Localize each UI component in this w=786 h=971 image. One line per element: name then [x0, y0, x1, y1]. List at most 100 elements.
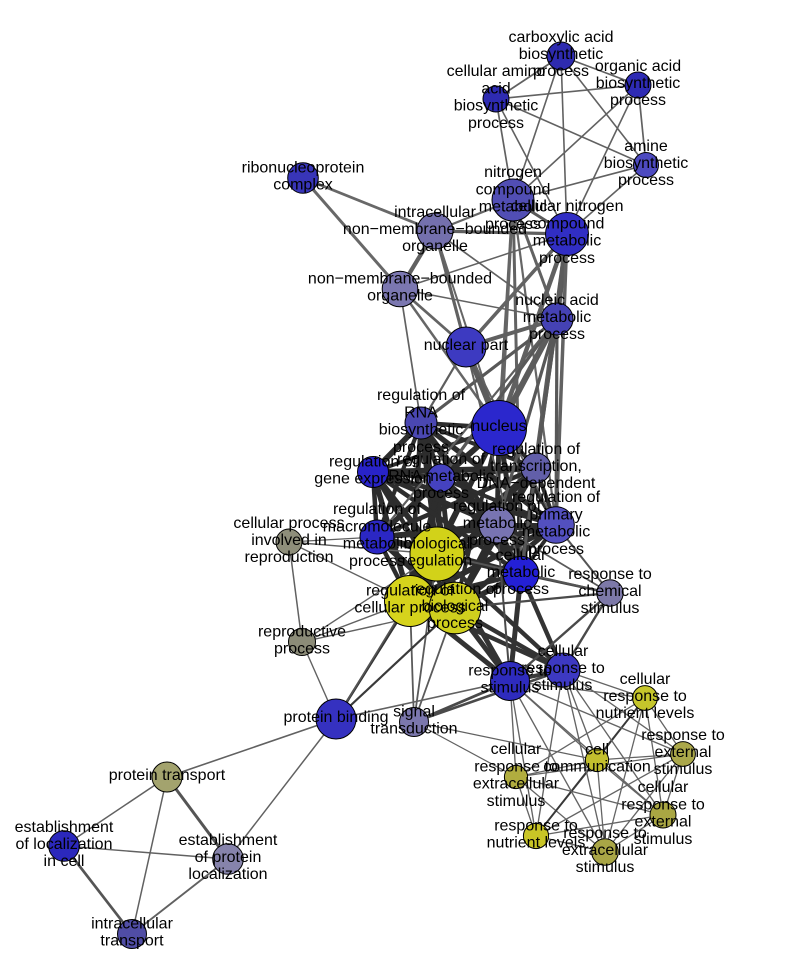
svg-text:macromolecule: macromolecule — [323, 518, 432, 535]
svg-text:stimulus: stimulus — [634, 831, 693, 848]
svg-text:biological: biological — [422, 598, 489, 615]
svg-text:establishment: establishment — [179, 832, 278, 849]
svg-text:nutrient levels: nutrient levels — [596, 705, 695, 722]
svg-text:stimulus: stimulus — [576, 859, 635, 876]
svg-text:ribonucleoprotein: ribonucleoprotein — [242, 159, 365, 176]
svg-text:in cell: in cell — [44, 853, 85, 870]
svg-text:process: process — [413, 485, 469, 502]
svg-text:metabolic: metabolic — [522, 524, 590, 541]
svg-text:biosynthetic: biosynthetic — [454, 98, 539, 115]
svg-text:transcription,: transcription, — [490, 458, 582, 475]
svg-text:response to: response to — [621, 796, 705, 813]
svg-text:DNA−dependent: DNA−dependent — [477, 475, 596, 492]
svg-text:regulation of: regulation of — [492, 441, 581, 458]
svg-text:of localization: of localization — [16, 836, 113, 853]
svg-text:process: process — [274, 641, 330, 658]
svg-text:protein binding: protein binding — [284, 709, 389, 726]
svg-text:process: process — [529, 326, 585, 343]
svg-text:extracellular: extracellular — [473, 776, 560, 793]
svg-text:process: process — [610, 92, 666, 109]
svg-text:carboxylic acid: carboxylic acid — [509, 29, 614, 46]
svg-text:stimulus: stimulus — [481, 680, 540, 697]
svg-text:regulation of: regulation of — [366, 582, 455, 599]
svg-text:organic acid: organic acid — [595, 58, 681, 75]
svg-text:process: process — [469, 532, 525, 549]
svg-text:regulation of: regulation of — [411, 581, 500, 598]
svg-text:acid: acid — [481, 80, 510, 97]
svg-text:process: process — [618, 172, 674, 189]
svg-text:signal: signal — [393, 703, 435, 720]
svg-text:regulation of: regulation of — [329, 453, 418, 470]
svg-text:process: process — [533, 63, 589, 80]
svg-text:establishment: establishment — [15, 819, 114, 836]
svg-text:cellular: cellular — [538, 643, 589, 660]
svg-text:stimulus: stimulus — [534, 677, 593, 694]
svg-text:complex: complex — [273, 177, 333, 194]
svg-text:process: process — [493, 581, 549, 598]
svg-text:involved in: involved in — [251, 532, 327, 549]
svg-text:nucleus: nucleus — [471, 418, 526, 435]
svg-text:regulation: regulation — [402, 553, 472, 570]
svg-text:response to: response to — [641, 727, 725, 744]
svg-text:nuclear part: nuclear part — [424, 337, 509, 354]
svg-text:response to: response to — [568, 566, 652, 583]
svg-text:biosynthetic: biosynthetic — [604, 155, 689, 172]
svg-text:regulation of: regulation of — [512, 489, 601, 506]
svg-text:gene expression: gene expression — [314, 471, 431, 488]
svg-text:process: process — [468, 115, 524, 132]
svg-text:chemical: chemical — [578, 583, 641, 600]
svg-text:intracellular: intracellular — [394, 204, 476, 221]
svg-text:cellular nitrogen: cellular nitrogen — [511, 198, 624, 215]
svg-text:regulation of: regulation of — [377, 387, 466, 404]
svg-text:response to: response to — [603, 688, 687, 705]
svg-text:cell: cell — [585, 741, 609, 758]
svg-text:process: process — [427, 615, 483, 632]
svg-text:communication: communication — [543, 759, 651, 776]
svg-text:intracellular: intracellular — [91, 915, 173, 932]
svg-text:metabolic: metabolic — [533, 233, 601, 250]
svg-text:compound: compound — [476, 181, 551, 198]
svg-text:regulation of: regulation of — [397, 451, 486, 468]
svg-text:nucleic acid: nucleic acid — [515, 292, 599, 309]
svg-text:reproduction: reproduction — [245, 549, 334, 566]
svg-text:stimulus: stimulus — [581, 600, 640, 617]
svg-text:stimulus: stimulus — [487, 793, 546, 810]
svg-text:localization: localization — [188, 866, 267, 883]
svg-text:stimulus: stimulus — [654, 761, 713, 778]
svg-text:organelle: organelle — [367, 288, 433, 305]
svg-text:cellular process: cellular process — [354, 600, 465, 617]
svg-text:non−membrane−bounded: non−membrane−bounded — [308, 270, 492, 287]
svg-text:process: process — [485, 216, 541, 233]
svg-text:metabolic: metabolic — [487, 564, 555, 581]
svg-text:response to: response to — [494, 817, 578, 834]
svg-text:metabolic: metabolic — [463, 515, 531, 532]
svg-text:process: process — [539, 250, 595, 267]
svg-text:compound: compound — [530, 215, 605, 232]
svg-text:metabolic: metabolic — [523, 309, 591, 326]
svg-text:transduction: transduction — [370, 721, 457, 738]
svg-text:biosynthetic: biosynthetic — [596, 75, 681, 92]
svg-text:nitrogen: nitrogen — [484, 164, 542, 181]
svg-text:regulation of: regulation of — [453, 498, 542, 515]
svg-text:response to: response to — [563, 825, 647, 842]
svg-text:response to: response to — [468, 662, 552, 679]
svg-text:response to: response to — [521, 660, 605, 677]
svg-text:of protein: of protein — [195, 849, 262, 866]
svg-text:metabolic: metabolic — [479, 199, 547, 216]
svg-text:nutrient levels: nutrient levels — [487, 835, 586, 852]
svg-text:external: external — [635, 814, 692, 831]
svg-text:non−membrane−bounded: non−membrane−bounded — [343, 221, 527, 238]
svg-text:external: external — [655, 744, 712, 761]
svg-text:RNA metabolic: RNA metabolic — [388, 468, 494, 485]
svg-text:response to: response to — [474, 758, 558, 775]
svg-text:organelle: organelle — [402, 238, 468, 255]
svg-text:biological: biological — [404, 535, 471, 552]
svg-text:amine: amine — [624, 138, 668, 155]
svg-text:biosynthetic: biosynthetic — [379, 422, 464, 439]
svg-text:cellular: cellular — [638, 779, 689, 796]
svg-text:cellular process: cellular process — [233, 515, 344, 532]
svg-text:process: process — [528, 541, 584, 558]
svg-text:metabolic: metabolic — [343, 536, 411, 553]
svg-text:process: process — [349, 553, 405, 570]
svg-text:regulation of: regulation of — [333, 501, 422, 518]
